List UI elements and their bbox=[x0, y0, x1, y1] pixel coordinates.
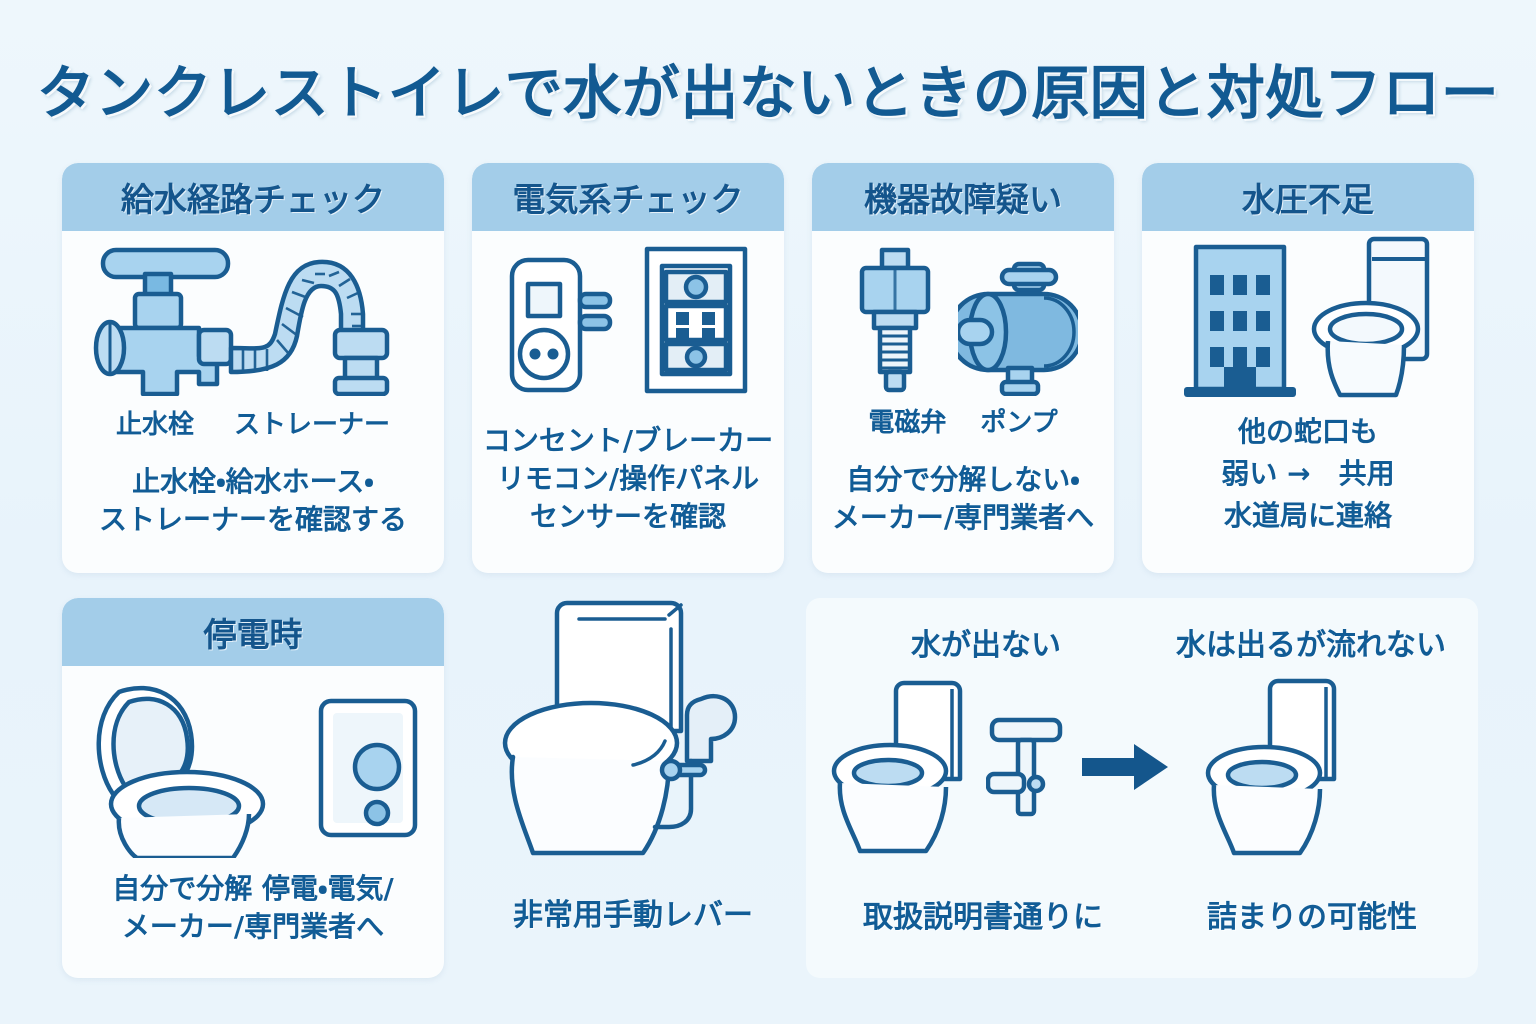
pressure-icons bbox=[1142, 231, 1474, 401]
sub-label-pump: ポンプ bbox=[980, 408, 1058, 438]
pressure-body-line-1: 他の蛇口も bbox=[1237, 415, 1378, 448]
toilet-icon bbox=[1311, 236, 1430, 398]
device-icons bbox=[812, 231, 1114, 396]
card-body-device: 電磁弁 ポンプ 自分で分解しない・ メーカー/専門業者へ bbox=[812, 231, 1114, 573]
card-header-label: 給水経路チェック bbox=[121, 180, 385, 219]
card-header-label: 機器故障疑い bbox=[864, 180, 1062, 219]
pressure-body-line-3: 水道局に連絡 bbox=[1223, 499, 1392, 532]
toilet-icon bbox=[831, 680, 963, 853]
supply-body-line-2: ストレーナーを確認する bbox=[98, 503, 407, 537]
sub-label-solenoid-valve: 電磁弁 bbox=[868, 408, 947, 438]
shutoff-valve-and-hose-icon bbox=[93, 247, 390, 396]
apartment-building-icon bbox=[1184, 244, 1296, 397]
panel-manual-lever: 非常用手動レバー bbox=[462, 580, 804, 978]
card-header-label: 停電時 bbox=[203, 615, 303, 654]
supply-body-line-1: 止水栓・給水ホース・ bbox=[132, 465, 374, 498]
toilet-lid-open-icon bbox=[96, 685, 266, 858]
card-header-electric: 電気系チェック bbox=[472, 163, 784, 231]
solenoid-valve-icon bbox=[859, 247, 931, 393]
card-body-pressure: 他の蛇口も 弱い → 共用 水道局に連絡 bbox=[1142, 231, 1474, 573]
device-body-line-1: 自分で分解しない・ bbox=[846, 463, 1080, 496]
pressure-body-line-2: 弱い → 共用 bbox=[1221, 457, 1395, 490]
outage-body-text: 自分で分解 停電・電気/ メーカー/専門業者へ bbox=[104, 870, 402, 946]
sub-label-strainer: ストレーナー bbox=[234, 410, 391, 440]
card-body-electric: コンセント/ブレーカー リモコン/操作パネル センサーを確認 bbox=[472, 231, 784, 573]
remote-control-panel-icon bbox=[644, 246, 748, 394]
card-header-pressure: 水圧不足 bbox=[1142, 163, 1474, 231]
outage-icons bbox=[62, 666, 444, 858]
remote-control-icon bbox=[318, 698, 418, 838]
page-title: タンクレストイレで水が出ないときの原因と対処フロー bbox=[36, 59, 1500, 127]
sub-label-shutoff-valve: 止水栓 bbox=[115, 410, 194, 440]
device-sub-labels: 電磁弁 ポンプ bbox=[868, 402, 1057, 439]
toilet-manual-lever-icon bbox=[502, 600, 738, 856]
electric-body-text: コンセント/ブレーカー リモコン/操作パネル センサーを確認 bbox=[475, 422, 781, 536]
card-low-water-pressure: 水圧不足 bbox=[1142, 163, 1474, 573]
card-header-outage: 停電時 bbox=[62, 598, 444, 666]
electric-body-line-2: リモコン/操作パネル bbox=[496, 462, 760, 496]
arrow-right-icon bbox=[1082, 744, 1168, 790]
panel-flow-diagnosis: 水が出ない 水は出るが流れない bbox=[806, 598, 1478, 978]
flow-right-heading: 水は出るが流れない bbox=[1176, 628, 1446, 663]
card-header-label: 水圧不足 bbox=[1242, 180, 1374, 219]
supply-body-text: 止水栓・給水ホース・ ストレーナーを確認する bbox=[91, 463, 415, 539]
power-outlet-plug-icon bbox=[509, 257, 613, 393]
card-header-device: 機器故障疑い bbox=[812, 163, 1114, 231]
pressure-body-text: 他の蛇口も 弱い → 共用 水道局に連絡 bbox=[1213, 411, 1402, 537]
card-body-supply: 止水栓 ストレーナー 止水栓・給水ホース・ ストレーナーを確認する bbox=[62, 231, 444, 573]
electric-body-line-3: センサーを確認 bbox=[529, 500, 726, 534]
card-supply-route: 給水経路チェック bbox=[62, 163, 444, 573]
card-power-outage: 停電時 bbox=[62, 598, 444, 978]
device-body-line-2: メーカー/専門業者へ bbox=[831, 501, 1095, 535]
pump-icon bbox=[958, 261, 1078, 396]
plunger-tool-icon bbox=[986, 717, 1063, 817]
flow-right-footer: 詰まりの可能性 bbox=[1207, 900, 1417, 935]
device-body-text: 自分で分解しない・ メーカー/専門業者へ bbox=[824, 461, 1102, 537]
supply-icons bbox=[62, 231, 444, 396]
card-header-label: 電気系チェック bbox=[512, 180, 744, 219]
card-header-supply: 給水経路チェック bbox=[62, 163, 444, 231]
outage-body-line-1: 自分で分解 停電・電気/ bbox=[112, 872, 394, 905]
flow-left-heading: 水が出ない bbox=[911, 628, 1061, 663]
flow-left-footer: 取扱説明書通りに bbox=[863, 900, 1103, 935]
card-device-failure: 機器故障疑い bbox=[812, 163, 1114, 573]
toilet-icon bbox=[1205, 678, 1337, 856]
electric-icons bbox=[472, 231, 784, 396]
card-body-outage: 自分で分解 停電・電気/ メーカー/専門業者へ bbox=[62, 666, 444, 978]
card-electric-check: 電気系チェック bbox=[472, 163, 784, 573]
outage-body-line-2: メーカー/専門業者へ bbox=[121, 910, 385, 944]
supply-sub-labels: 止水栓 ストレーナー bbox=[116, 404, 390, 441]
electric-body-line-1: コンセント/ブレーカー bbox=[482, 424, 774, 457]
lever-caption: 非常用手動レバー bbox=[513, 898, 753, 933]
